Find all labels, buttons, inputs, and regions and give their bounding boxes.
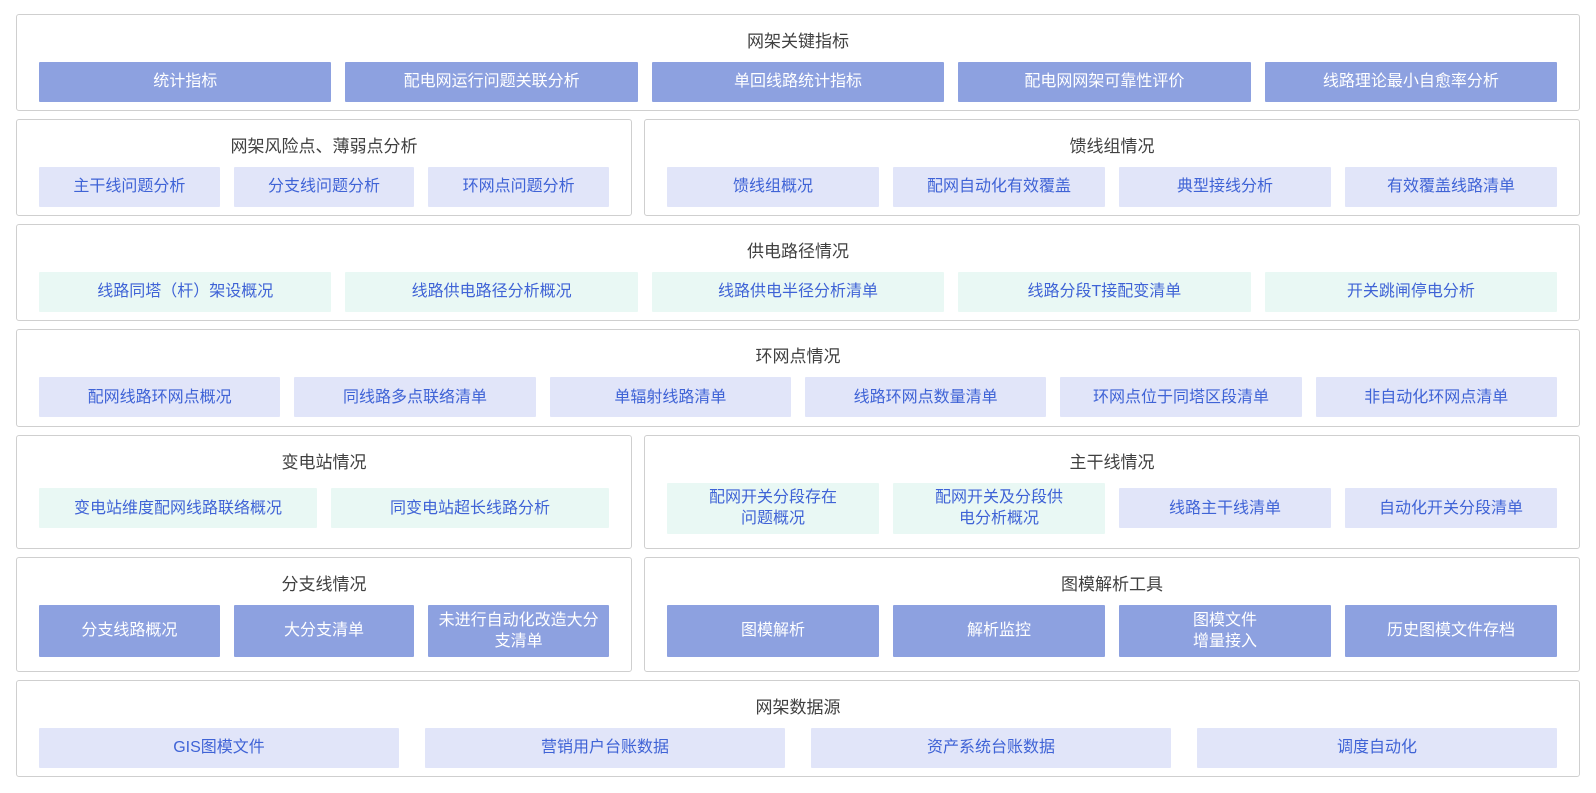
btn-non-automated-big-branch-list[interactable]: 未进行自动化改造大分 支清单	[428, 605, 610, 658]
btn-branch-line-overview[interactable]: 分支线路概况	[39, 605, 220, 658]
btn-single-circuit-statistics[interactable]: 单回线路统计指标	[651, 62, 945, 102]
btn-asset-system-ledger[interactable]: 资产系统台账数据	[811, 727, 1171, 768]
trunk-line-title: 主干线情况	[1069, 452, 1155, 472]
btn-ringpoint-count-list[interactable]: 线路环网点数量清单	[804, 377, 1047, 418]
btn-same-substation-overlong-line[interactable]: 同变电站超长线路分析	[331, 488, 609, 529]
panel-ring-point: 环网点情况 配网线路环网点概况 同线路多点联络清单 单辐射线路清单 线路环网点数…	[16, 329, 1580, 427]
trunk-line-buttons: 配网开关分段存在 问题概况 配网开关及分段供 电分析概况 线路主干线清单 自动化…	[667, 482, 1557, 535]
btn-ringpoint-same-tower-list[interactable]: 环网点位于同塔区段清单	[1060, 377, 1302, 418]
btn-substation-line-contact-overview[interactable]: 变电站维度配网线路联络概况	[39, 488, 317, 529]
ring-point-title: 环网点情况	[755, 347, 841, 367]
row-substation-trunk: 变电站情况 变电站维度配网线路联络概况 同变电站超长线路分析 主干线情况 配网开…	[16, 434, 1580, 550]
panel-model-tools: 图模解析工具 图模解析 解析监控 图模文件 增量接入 历史图模文件存档	[644, 557, 1580, 672]
panel-data-source: 网架数据源 GIS图模文件 营销用户台账数据 资产系统台账数据 调度自动化	[16, 679, 1580, 777]
row-supply-path: 供电路径情况 线路同塔（杆）架设概况 线路供电路径分析概况 线路供电半径分析清单…	[16, 224, 1580, 322]
supply-path-buttons: 线路同塔（杆）架设概况 线路供电路径分析概况 线路供电半径分析清单 线路分段T接…	[39, 272, 1558, 313]
btn-trunk-problem-analysis[interactable]: 主干线问题分析	[39, 167, 220, 208]
btn-feeder-group-overview[interactable]: 馈线组概况	[667, 167, 879, 208]
feeder-group-buttons: 馈线组概况 配网自动化有效覆盖 典型接线分析 有效覆盖线路清单	[667, 167, 1557, 208]
btn-trunk-line-list[interactable]: 线路主干线清单	[1119, 488, 1331, 529]
btn-segment-t-transformer-list[interactable]: 线路分段T接配变清单	[958, 272, 1251, 313]
data-source-buttons: GIS图模文件 营销用户台账数据 资产系统台账数据 调度自动化	[39, 727, 1557, 768]
row-data-source: 网架数据源 GIS图模文件 营销用户台账数据 资产系统台账数据 调度自动化	[16, 679, 1580, 777]
row-branch-modeltools: 分支线情况 分支线路概况 大分支清单 未进行自动化改造大分 支清单 图模解析工具…	[16, 557, 1580, 672]
panel-feeder-group: 馈线组情况 馈线组概况 配网自动化有效覆盖 典型接线分析 有效覆盖线路清单	[644, 119, 1580, 217]
substation-buttons: 变电站维度配网线路联络概况 同变电站超长线路分析	[39, 483, 609, 535]
btn-gis-model-file[interactable]: GIS图模文件	[39, 727, 399, 768]
btn-effective-coverage-line-list[interactable]: 有效覆盖线路清单	[1345, 167, 1557, 208]
btn-typical-wiring-analysis[interactable]: 典型接线分析	[1119, 167, 1331, 208]
panel-supply-path: 供电路径情况 线路同塔（杆）架设概况 线路供电路径分析概况 线路供电半径分析清单…	[16, 224, 1580, 322]
btn-switch-segment-problem-overview[interactable]: 配网开关分段存在 问题概况	[667, 482, 879, 534]
key-indicators-buttons: 统计指标 配电网运行问题关联分析 单回线路统计指标 配电网网架可靠性评价 线路理…	[39, 62, 1558, 102]
supply-path-title: 供电路径情况	[747, 242, 849, 262]
substation-title: 变电站情况	[281, 452, 367, 472]
btn-multi-point-contact-list[interactable]: 同线路多点联络清单	[294, 377, 536, 418]
btn-automation-effective-coverage[interactable]: 配网自动化有效覆盖	[893, 167, 1105, 208]
panel-risk-weakpoint: 网架风险点、薄弱点分析 主干线问题分析 分支线问题分析 环网点问题分析	[16, 119, 632, 217]
btn-marketing-user-ledger[interactable]: 营销用户台账数据	[425, 727, 785, 768]
branch-line-title: 分支线情况	[281, 575, 367, 595]
btn-supply-path-analysis-overview[interactable]: 线路供电路径分析概况	[345, 272, 638, 313]
btn-non-automated-ringpoint-list[interactable]: 非自动化环网点清单	[1315, 377, 1557, 418]
btn-history-model-file-archive[interactable]: 历史图模文件存档	[1345, 605, 1557, 658]
feeder-group-title: 馈线组情况	[1069, 137, 1155, 157]
btn-dispatch-automation[interactable]: 调度自动化	[1197, 727, 1557, 768]
btn-min-self-healing-analysis[interactable]: 线路理论最小自愈率分析	[1264, 62, 1558, 102]
btn-grid-reliability-evaluation[interactable]: 配电网网架可靠性评价	[958, 62, 1251, 102]
row-key-indicators: 网架关键指标 统计指标 配电网运行问题关联分析 单回线路统计指标 配电网网架可靠…	[16, 14, 1580, 112]
model-tools-buttons: 图模解析 解析监控 图模文件 增量接入 历史图模文件存档	[667, 605, 1557, 658]
panel-key-indicators: 网架关键指标 统计指标 配电网运行问题关联分析 单回线路统计指标 配电网网架可靠…	[16, 14, 1580, 112]
risk-weakpoint-title: 网架风险点、薄弱点分析	[230, 137, 418, 157]
risk-weakpoint-buttons: 主干线问题分析 分支线问题分析 环网点问题分析	[39, 167, 610, 208]
panel-substation: 变电站情况 变电站维度配网线路联络概况 同变电站超长线路分析	[16, 434, 632, 550]
btn-model-parsing[interactable]: 图模解析	[667, 605, 879, 658]
btn-ringpoint-problem-analysis[interactable]: 环网点问题分析	[428, 167, 610, 208]
btn-operation-problem-correlation[interactable]: 配电网运行问题关联分析	[345, 62, 638, 102]
btn-branch-problem-analysis[interactable]: 分支线问题分析	[233, 167, 415, 208]
key-indicators-title: 网架关键指标	[747, 32, 849, 51]
btn-single-radial-line-list[interactable]: 单辐射线路清单	[549, 377, 791, 418]
btn-switch-segment-supply-overview[interactable]: 配网开关及分段供 电分析概况	[893, 482, 1105, 534]
row-ring-point: 环网点情况 配网线路环网点概况 同线路多点联络清单 单辐射线路清单 线路环网点数…	[16, 329, 1580, 427]
model-tools-title: 图模解析工具	[1061, 575, 1163, 595]
btn-model-file-incremental-access[interactable]: 图模文件 增量接入	[1119, 605, 1331, 658]
panel-trunk-line: 主干线情况 配网开关分段存在 问题概况 配网开关及分段供 电分析概况 线路主干线…	[644, 434, 1580, 550]
branch-line-buttons: 分支线路概况 大分支清单 未进行自动化改造大分 支清单	[39, 605, 610, 658]
row-risk-feeder: 网架风险点、薄弱点分析 主干线问题分析 分支线问题分析 环网点问题分析 馈线组情…	[16, 119, 1580, 217]
btn-automated-switch-segment-list[interactable]: 自动化开关分段清单	[1345, 488, 1557, 529]
btn-line-ringpoint-overview[interactable]: 配网线路环网点概况	[39, 377, 281, 418]
btn-switch-trip-outage-analysis[interactable]: 开关跳闸停电分析	[1264, 272, 1558, 313]
panel-branch-line: 分支线情况 分支线路概况 大分支清单 未进行自动化改造大分 支清单	[16, 557, 632, 672]
btn-statistics-indicators[interactable]: 统计指标	[39, 62, 332, 102]
btn-big-branch-list[interactable]: 大分支清单	[233, 605, 415, 658]
btn-supply-radius-analysis-list[interactable]: 线路供电半径分析清单	[651, 272, 945, 313]
data-source-title: 网架数据源	[755, 697, 841, 717]
btn-parsing-monitor[interactable]: 解析监控	[893, 605, 1105, 658]
btn-same-tower-overview[interactable]: 线路同塔（杆）架设概况	[39, 272, 332, 313]
ring-point-buttons: 配网线路环网点概况 同线路多点联络清单 单辐射线路清单 线路环网点数量清单 环网…	[39, 377, 1557, 418]
